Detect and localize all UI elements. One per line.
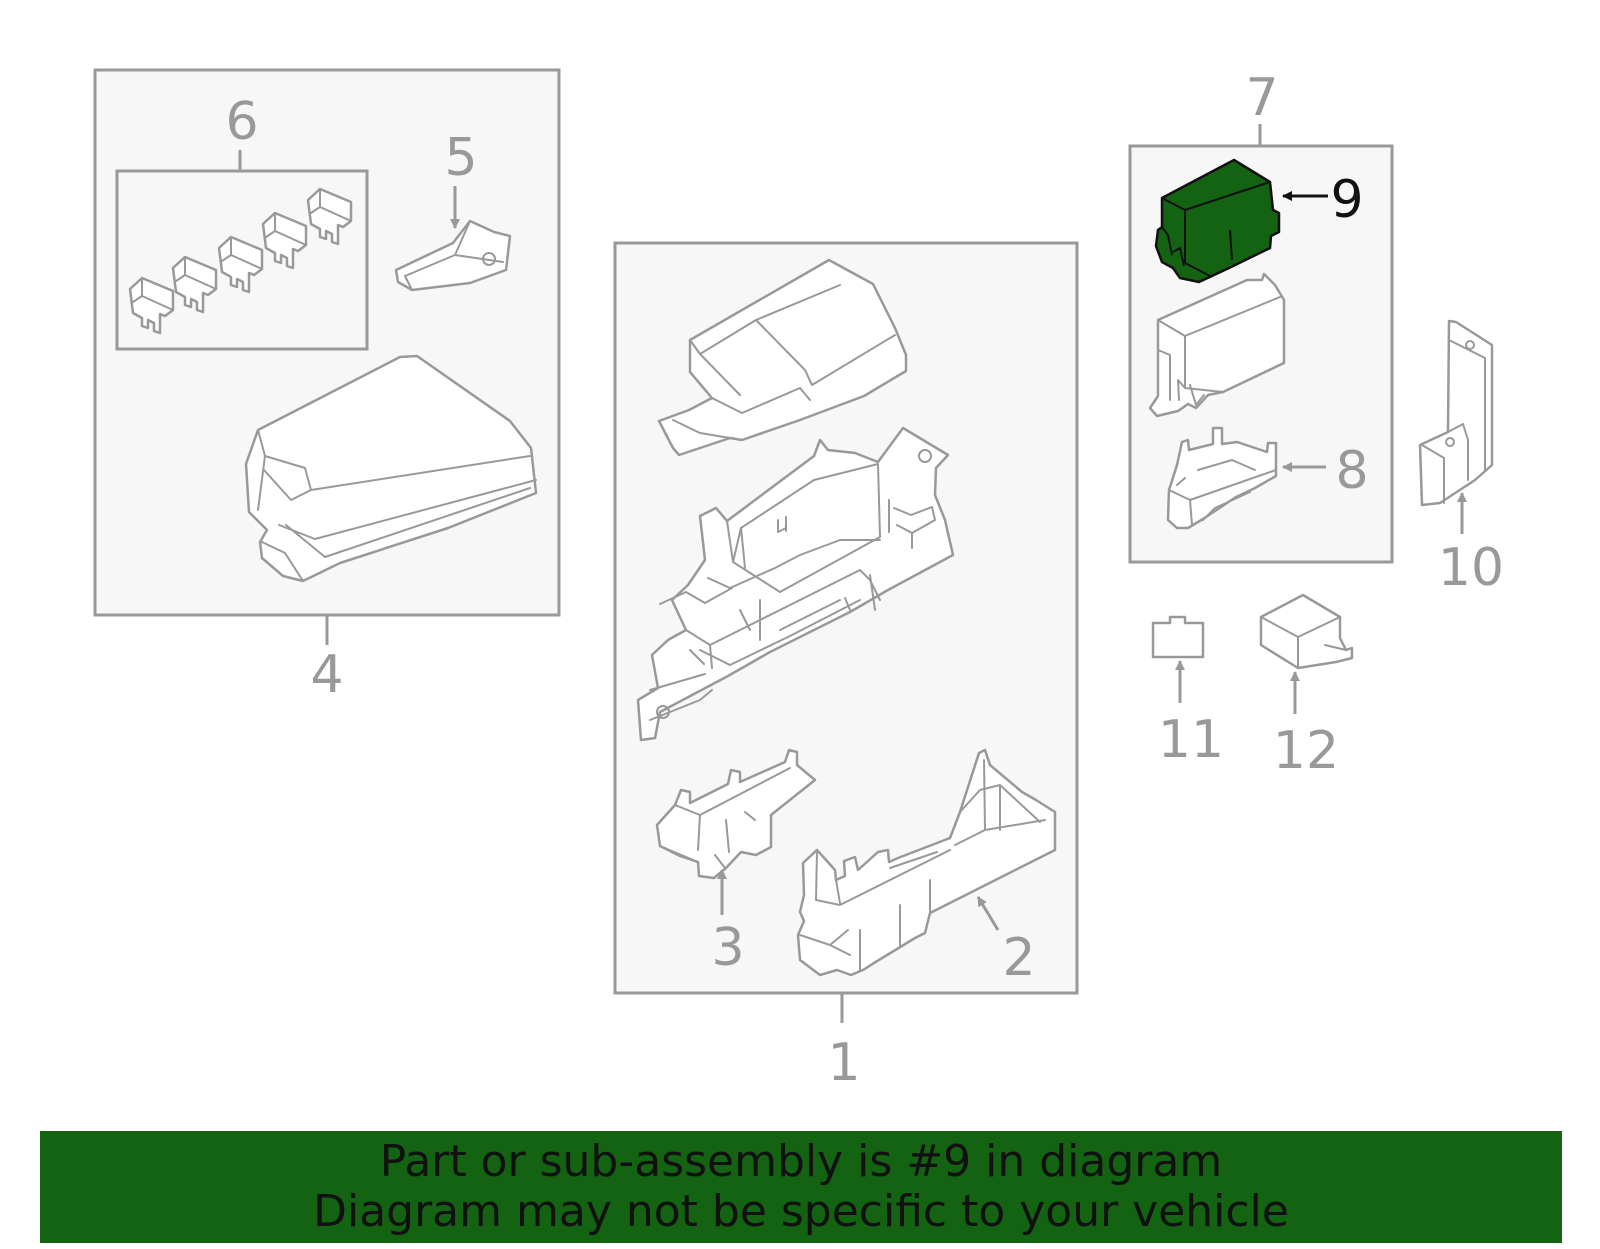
relay-base-part-8 (1166, 426, 1326, 530)
relay-cover-shape (1154, 158, 1281, 284)
fuse-part-11 (1151, 615, 1205, 703)
callout-10: 10 (1438, 538, 1504, 598)
fuse-4 (261, 211, 308, 270)
callout-1: 1 (827, 1033, 860, 1093)
info-banner: Part or sub-assembly is #9 in diagram Di… (40, 1131, 1562, 1243)
bracket-part-3 (655, 748, 817, 915)
banner-line-2: Diagram may not be specific to your vehi… (313, 1186, 1289, 1237)
bracket-part-10 (1418, 319, 1494, 534)
bracket-part-5 (394, 186, 512, 292)
callout-8: 8 (1335, 441, 1368, 501)
callout-6: 6 (225, 92, 258, 152)
callout-5: 5 (444, 128, 477, 188)
callout-4: 4 (310, 645, 343, 705)
callout-3: 3 (711, 918, 744, 978)
callout-2: 2 (1002, 928, 1035, 988)
fuse-1 (128, 276, 175, 335)
callout-9: 9 (1330, 170, 1363, 230)
cover-part-4 (244, 354, 538, 583)
fuse-3 (217, 235, 264, 294)
relay-part-12 (1259, 593, 1354, 714)
callout-7: 7 (1245, 68, 1278, 128)
relay-box-housing (1148, 272, 1286, 418)
fuse-5 (306, 187, 353, 246)
fuse-set-part-6 (128, 187, 353, 335)
banner-background (40, 1131, 1562, 1243)
fuse-box-body-part-1 (636, 426, 955, 742)
relay-cover-part-9 (1154, 158, 1328, 284)
callout-12: 12 (1273, 721, 1339, 781)
callout-11: 11 (1158, 710, 1224, 770)
bracket-part-2 (796, 748, 1057, 977)
fuse-2 (171, 255, 218, 314)
banner-line-1: Part or sub-assembly is #9 in diagram (379, 1136, 1223, 1187)
upper-cover-part-1 (657, 258, 908, 457)
